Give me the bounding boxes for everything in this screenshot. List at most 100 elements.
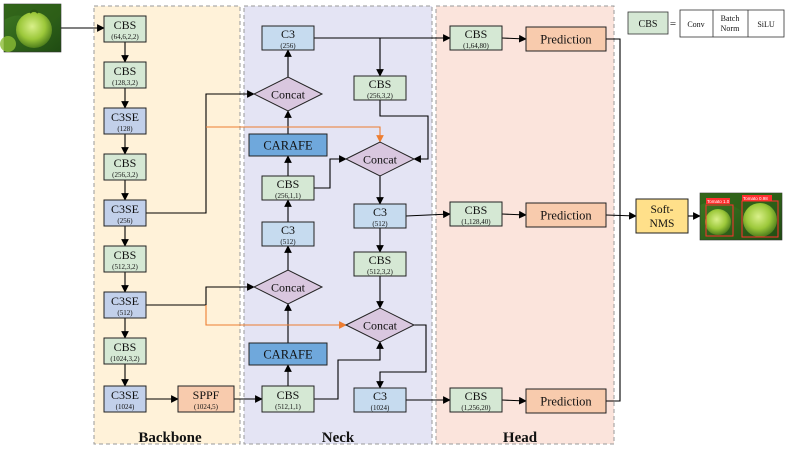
node-b2-cbs: CBS(128,3,2) bbox=[103, 61, 147, 89]
node-p1-prediction: Prediction bbox=[525, 26, 607, 52]
output-image: Tomato 1.0 Tomato 0.98 bbox=[699, 192, 783, 241]
node-nl7-carafe: CARAFE bbox=[248, 342, 328, 366]
legend-cbs-swatch bbox=[627, 11, 669, 35]
node-h3-cbs: CBS(1,256,20) bbox=[449, 387, 503, 413]
legend-equals: = bbox=[670, 18, 676, 30]
arrow-nr5-to-nr6 bbox=[376, 324, 427, 389]
node-h2-cbs: CBS(1,128,40) bbox=[449, 201, 503, 227]
legend-conv: Conv bbox=[687, 20, 704, 29]
node-title: CBS bbox=[114, 340, 137, 354]
node-params: (256,3,2) bbox=[367, 92, 393, 100]
arrow-b7-to-concat bbox=[146, 283, 255, 306]
node-nr5-concat: Concat bbox=[344, 307, 416, 343]
node-nr1-cbs: CBS(256,3,2) bbox=[353, 75, 407, 101]
node-title: C3SE bbox=[111, 388, 139, 402]
legend-batchnorm-1: Batch bbox=[721, 14, 740, 23]
node-title: C3 bbox=[281, 27, 295, 41]
node-title: C3SE bbox=[111, 294, 139, 308]
node-title: Concat bbox=[271, 281, 306, 295]
node-sppf-sppf: SPPF(1024,5) bbox=[177, 385, 235, 413]
node-params: (64,6,2,2) bbox=[111, 33, 139, 41]
node-title: Concat bbox=[363, 153, 398, 167]
node-b1-cbs: CBS(64,6,2,2) bbox=[103, 15, 147, 43]
node-params: (1,256,20) bbox=[461, 404, 491, 412]
node-nl1-c3: C3(256) bbox=[261, 25, 315, 51]
node-nr6-c3: C3(1024) bbox=[353, 387, 407, 413]
node-nr4-cbs: CBS(512,3,2) bbox=[353, 251, 407, 277]
arrow-nr1-to-nr2 bbox=[379, 100, 429, 163]
node-params: (128) bbox=[117, 125, 133, 133]
node-nl5-c3: C3(512) bbox=[261, 221, 315, 247]
node-title: CBS bbox=[277, 177, 300, 191]
node-params: (256) bbox=[280, 42, 296, 50]
node-params: (1024) bbox=[116, 403, 135, 411]
node-title: CARAFE bbox=[263, 348, 313, 362]
node-title: C3SE bbox=[111, 202, 139, 216]
node-params: (128,3,2) bbox=[112, 79, 138, 87]
node-title: CBS bbox=[114, 64, 137, 78]
legend-cbs-label: CBS bbox=[639, 19, 658, 30]
soft-nms-line2: NMS bbox=[650, 218, 675, 230]
node-title: CBS bbox=[114, 156, 137, 170]
node-params: (1024,5) bbox=[194, 403, 219, 411]
node-h1-cbs: CBS(1,64,80) bbox=[449, 25, 503, 51]
node-p3-prediction: Prediction bbox=[525, 388, 607, 414]
node-b6-cbs: CBS(512,3,2) bbox=[103, 245, 147, 273]
node-title: CBS bbox=[465, 203, 488, 217]
node-title: Prediction bbox=[540, 395, 592, 409]
soft-nms-line1: Soft- bbox=[651, 204, 674, 216]
node-nl6-concat: Concat bbox=[252, 269, 324, 305]
node-nr2-concat: Concat bbox=[344, 141, 416, 177]
node-params: (512,3,2) bbox=[112, 263, 138, 271]
node-title: CBS bbox=[465, 27, 488, 41]
node-params: (512) bbox=[372, 220, 388, 228]
node-title: Prediction bbox=[540, 209, 592, 223]
node-params: (512,3,2) bbox=[367, 268, 393, 276]
node-p2-prediction: Prediction bbox=[525, 202, 607, 228]
node-b5-c3se: C3SE(256) bbox=[103, 199, 147, 227]
node-params: (256) bbox=[117, 217, 133, 225]
arrow-h2-to-p2 bbox=[501, 210, 527, 219]
neck-title: Neck bbox=[322, 430, 355, 446]
skip-arrow-to-concat-lower bbox=[205, 305, 347, 329]
node-params: (1,128,40) bbox=[461, 218, 491, 226]
diagram-nodes: CBS(64,6,2,2)CBS(128,3,2)C3SE(128)CBS(25… bbox=[103, 15, 689, 414]
connection-arrows bbox=[61, 24, 701, 405]
node-title: CBS bbox=[369, 77, 392, 91]
node-params: (256,1,1) bbox=[275, 192, 301, 200]
node-title: CBS bbox=[465, 389, 488, 403]
legend: CBS = Conv Batch Norm SiLU bbox=[627, 9, 785, 38]
node-title: C3 bbox=[281, 223, 295, 237]
head-title: Head bbox=[503, 430, 538, 446]
node-b8-cbs: CBS(1024,3,2) bbox=[103, 337, 147, 365]
backbone-title: Backbone bbox=[138, 430, 202, 446]
arrow-nl4-to-nr2 bbox=[314, 155, 347, 189]
node-params: (1024) bbox=[371, 404, 390, 412]
legend-silu: SiLU bbox=[757, 20, 775, 29]
node-title: CBS bbox=[114, 18, 137, 32]
node-title: CBS bbox=[369, 253, 392, 267]
node-title: Concat bbox=[363, 319, 398, 333]
node-params: (512) bbox=[280, 238, 296, 246]
skip-arrow-to-concat-upper bbox=[206, 126, 384, 143]
node-title: C3 bbox=[373, 389, 387, 403]
node-title: CARAFE bbox=[263, 139, 313, 153]
node-b7-c3se: C3SE(512) bbox=[103, 291, 147, 319]
legend-batchnorm-2: Norm bbox=[721, 24, 740, 33]
node-nl3-carafe: CARAFE bbox=[248, 133, 328, 157]
arrow-b5-to-concat bbox=[146, 90, 255, 214]
output-label-2: Tomato 0.98 bbox=[743, 196, 768, 201]
node-nl4-cbs: CBS(256,1,1) bbox=[261, 175, 315, 201]
arrow-p2-to-softnms bbox=[605, 211, 637, 220]
node-params: (512,1,1) bbox=[275, 403, 301, 411]
input-image bbox=[0, 3, 62, 53]
node-title: C3 bbox=[373, 205, 387, 219]
arrow-h1-to-p1 bbox=[501, 34, 527, 43]
node-b4-cbs: CBS(256,3,2) bbox=[103, 153, 147, 181]
arrow-nl8-to-nr5 bbox=[314, 341, 384, 400]
node-nr3-c3: C3(512) bbox=[353, 203, 407, 229]
node-params: (256,3,2) bbox=[112, 171, 138, 179]
node-soft-nms: Soft- NMS bbox=[635, 198, 689, 234]
node-nl2-concat: Concat bbox=[252, 76, 324, 112]
